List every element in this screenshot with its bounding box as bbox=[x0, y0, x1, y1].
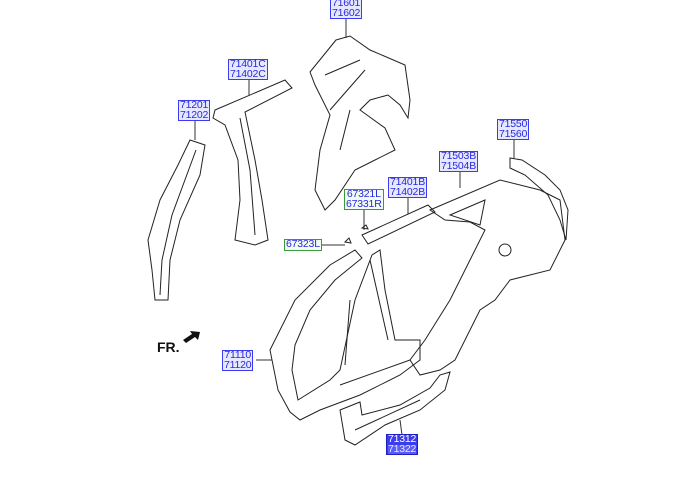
part-71110-side-outer bbox=[269, 249, 421, 421]
clip-67323 bbox=[343, 237, 352, 244]
front-indicator: FR. bbox=[157, 339, 180, 355]
part-71401c-center-pillar-inner bbox=[212, 79, 293, 246]
part-71201-inner-front-pillar bbox=[147, 139, 206, 301]
part-71550-rear-extension bbox=[509, 157, 569, 241]
part-71312-side-sill bbox=[339, 371, 451, 446]
fr-arrow-icon bbox=[183, 331, 200, 343]
part-label-67323[interactable]: 67323L bbox=[284, 238, 322, 251]
leader-lines bbox=[194, 18, 515, 436]
clip-67321 bbox=[360, 224, 369, 230]
part-71401b-roof-rail bbox=[361, 204, 436, 245]
part-71601-quarter-inner bbox=[309, 35, 411, 211]
part-71503b-quarter-outer bbox=[409, 179, 566, 376]
